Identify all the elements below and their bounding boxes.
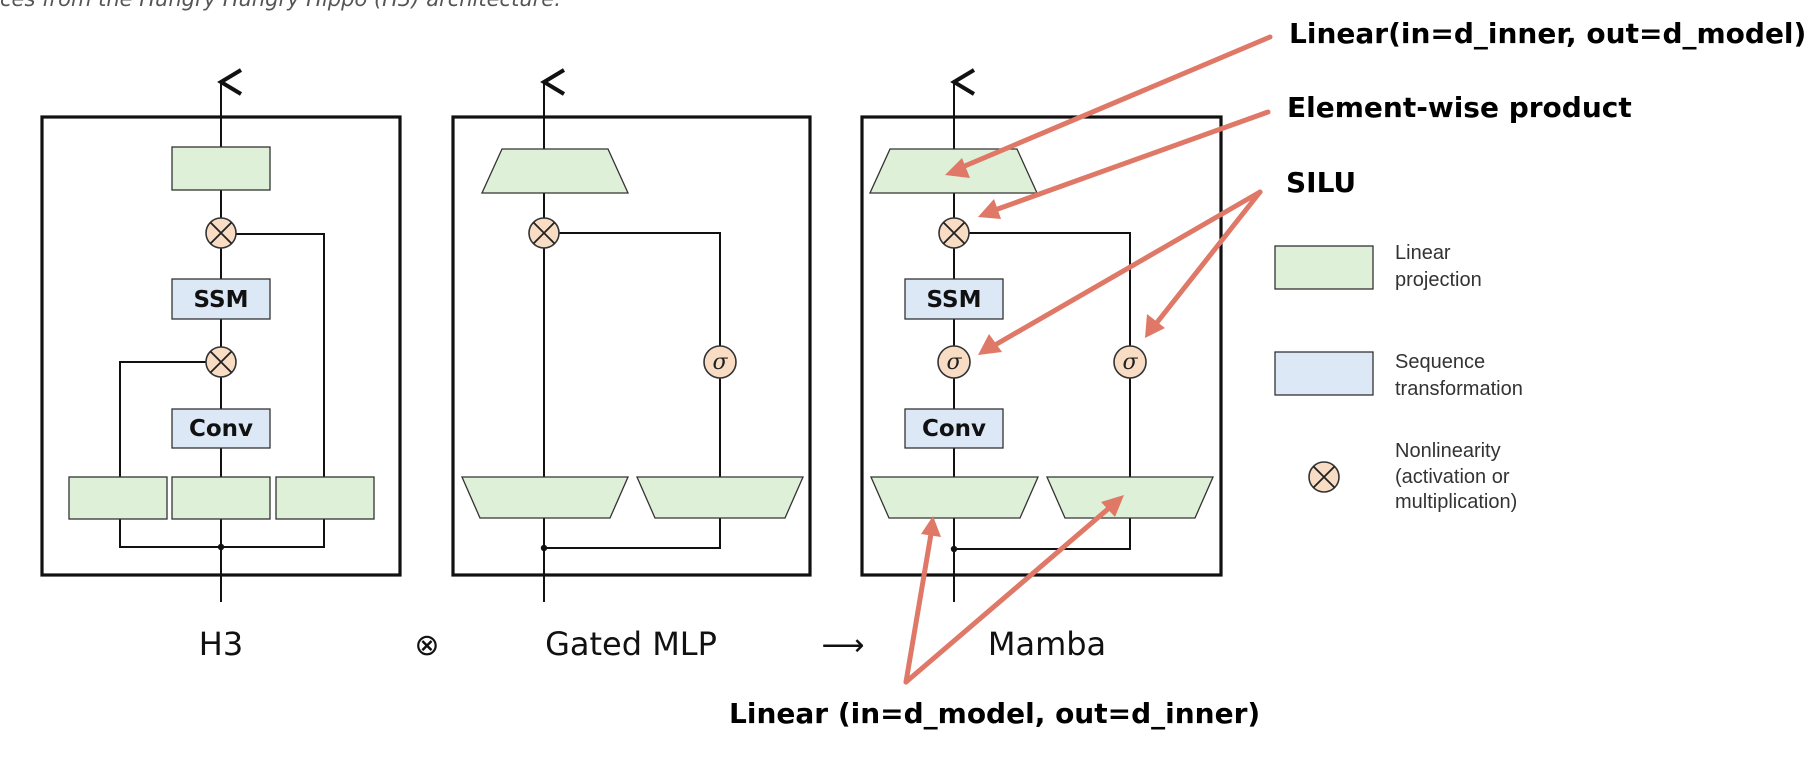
gated-mlp-input-projection xyxy=(636,476,804,519)
figure-caption: ces from the Hungry Hungry Hippo (H3) ar… xyxy=(0,0,561,11)
mamba-sigma-icon xyxy=(1113,345,1147,379)
pointer-arrowhead xyxy=(945,158,970,178)
legend-linear-line1: Linear xyxy=(1395,242,1451,264)
legend-nonlinearity-line1: Nonlinearity xyxy=(1395,440,1501,462)
h3-input-projection xyxy=(171,476,271,520)
pointer-arrow xyxy=(992,189,1263,348)
mamba-conv-block xyxy=(904,408,1004,449)
annotation-linear-out: Linear(in=d_inner, out=d_model) xyxy=(1289,17,1806,50)
h3-input-projection xyxy=(68,476,168,520)
mamba-ssm-block xyxy=(904,278,1004,320)
legend-sequence-line1: Sequence xyxy=(1395,351,1485,373)
h3-input-projection xyxy=(275,476,375,520)
pointer-arrow xyxy=(1152,189,1263,328)
h3-multiply-icon xyxy=(205,346,237,378)
gated-mlp-diagram: σ xyxy=(451,68,812,602)
gated-mlp-sigma-icon xyxy=(703,345,737,379)
pointer-arrowhead xyxy=(921,516,941,537)
legend-linear-swatch xyxy=(1274,245,1374,290)
legend-sequence-swatch xyxy=(1274,351,1374,396)
mamba-input-projection xyxy=(1046,476,1214,519)
pointer-arrowhead xyxy=(1101,495,1124,517)
mamba-sigma-label: σ xyxy=(1122,350,1138,375)
pointer-arrow xyxy=(903,531,934,685)
legend-nonlinearity-line2: (activation or xyxy=(1395,466,1510,488)
mamba-multiply-icon xyxy=(938,217,970,249)
h3-output-projection xyxy=(171,146,271,191)
annotation-silu: SILU xyxy=(1286,166,1356,199)
h3-split-dot xyxy=(217,543,225,551)
mamba-sigma-icon xyxy=(937,345,971,379)
gated-mlp-input-projection xyxy=(461,476,629,519)
annotation-pointer-arrows xyxy=(903,34,1273,685)
legend-sequence-line2: transformation xyxy=(1395,378,1523,400)
pointer-arrowhead xyxy=(978,334,1002,355)
mamba-frame xyxy=(860,115,1223,577)
legend-nonlinearity-line3: multiplication) xyxy=(1395,491,1517,513)
h3-label: H3 xyxy=(199,625,243,663)
gated-mlp-sigma-label: σ xyxy=(712,350,728,375)
gated-mlp-frame xyxy=(451,115,812,577)
pointer-arrowhead xyxy=(1145,314,1165,338)
h3-conv-block xyxy=(171,408,271,449)
legend-linear-line2: projection xyxy=(1395,269,1482,291)
gated-mlp-output-projection xyxy=(480,148,630,194)
pointer-arrow xyxy=(992,109,1271,213)
mamba-diagram: SSM σ Conv σ xyxy=(860,68,1223,602)
mamba-sigma-label: σ xyxy=(946,350,962,375)
h3-conv-label: Conv xyxy=(189,416,253,442)
pointer-arrowhead xyxy=(978,199,1001,219)
pointer-arrow xyxy=(903,506,1111,685)
legend-nonlinearity-icon xyxy=(1308,461,1340,493)
gated-mlp-multiply-icon xyxy=(528,217,560,249)
yields-arrow-icon: ⟶ xyxy=(821,628,864,663)
h3-ssm-block xyxy=(171,278,271,320)
mamba-label: Mamba xyxy=(988,625,1106,663)
annotation-linear-in: Linear (in=d_model, out=d_inner) xyxy=(729,697,1260,730)
combine-operator-icon: ⊗ xyxy=(414,628,439,663)
mamba-ssm-label: SSM xyxy=(927,287,982,313)
annotation-elementwise-product: Element-wise product xyxy=(1287,91,1632,124)
legend: Linear projection Sequence transformatio… xyxy=(1274,242,1523,513)
mamba-input-projection xyxy=(870,476,1039,519)
h3-diagram: SSM Conv xyxy=(40,68,402,602)
gated-mlp-label: Gated MLP xyxy=(545,625,717,663)
h3-ssm-label: SSM xyxy=(194,287,249,313)
h3-multiply-icon xyxy=(205,217,237,249)
pointer-arrow xyxy=(957,34,1273,171)
mamba-conv-label: Conv xyxy=(922,416,986,442)
